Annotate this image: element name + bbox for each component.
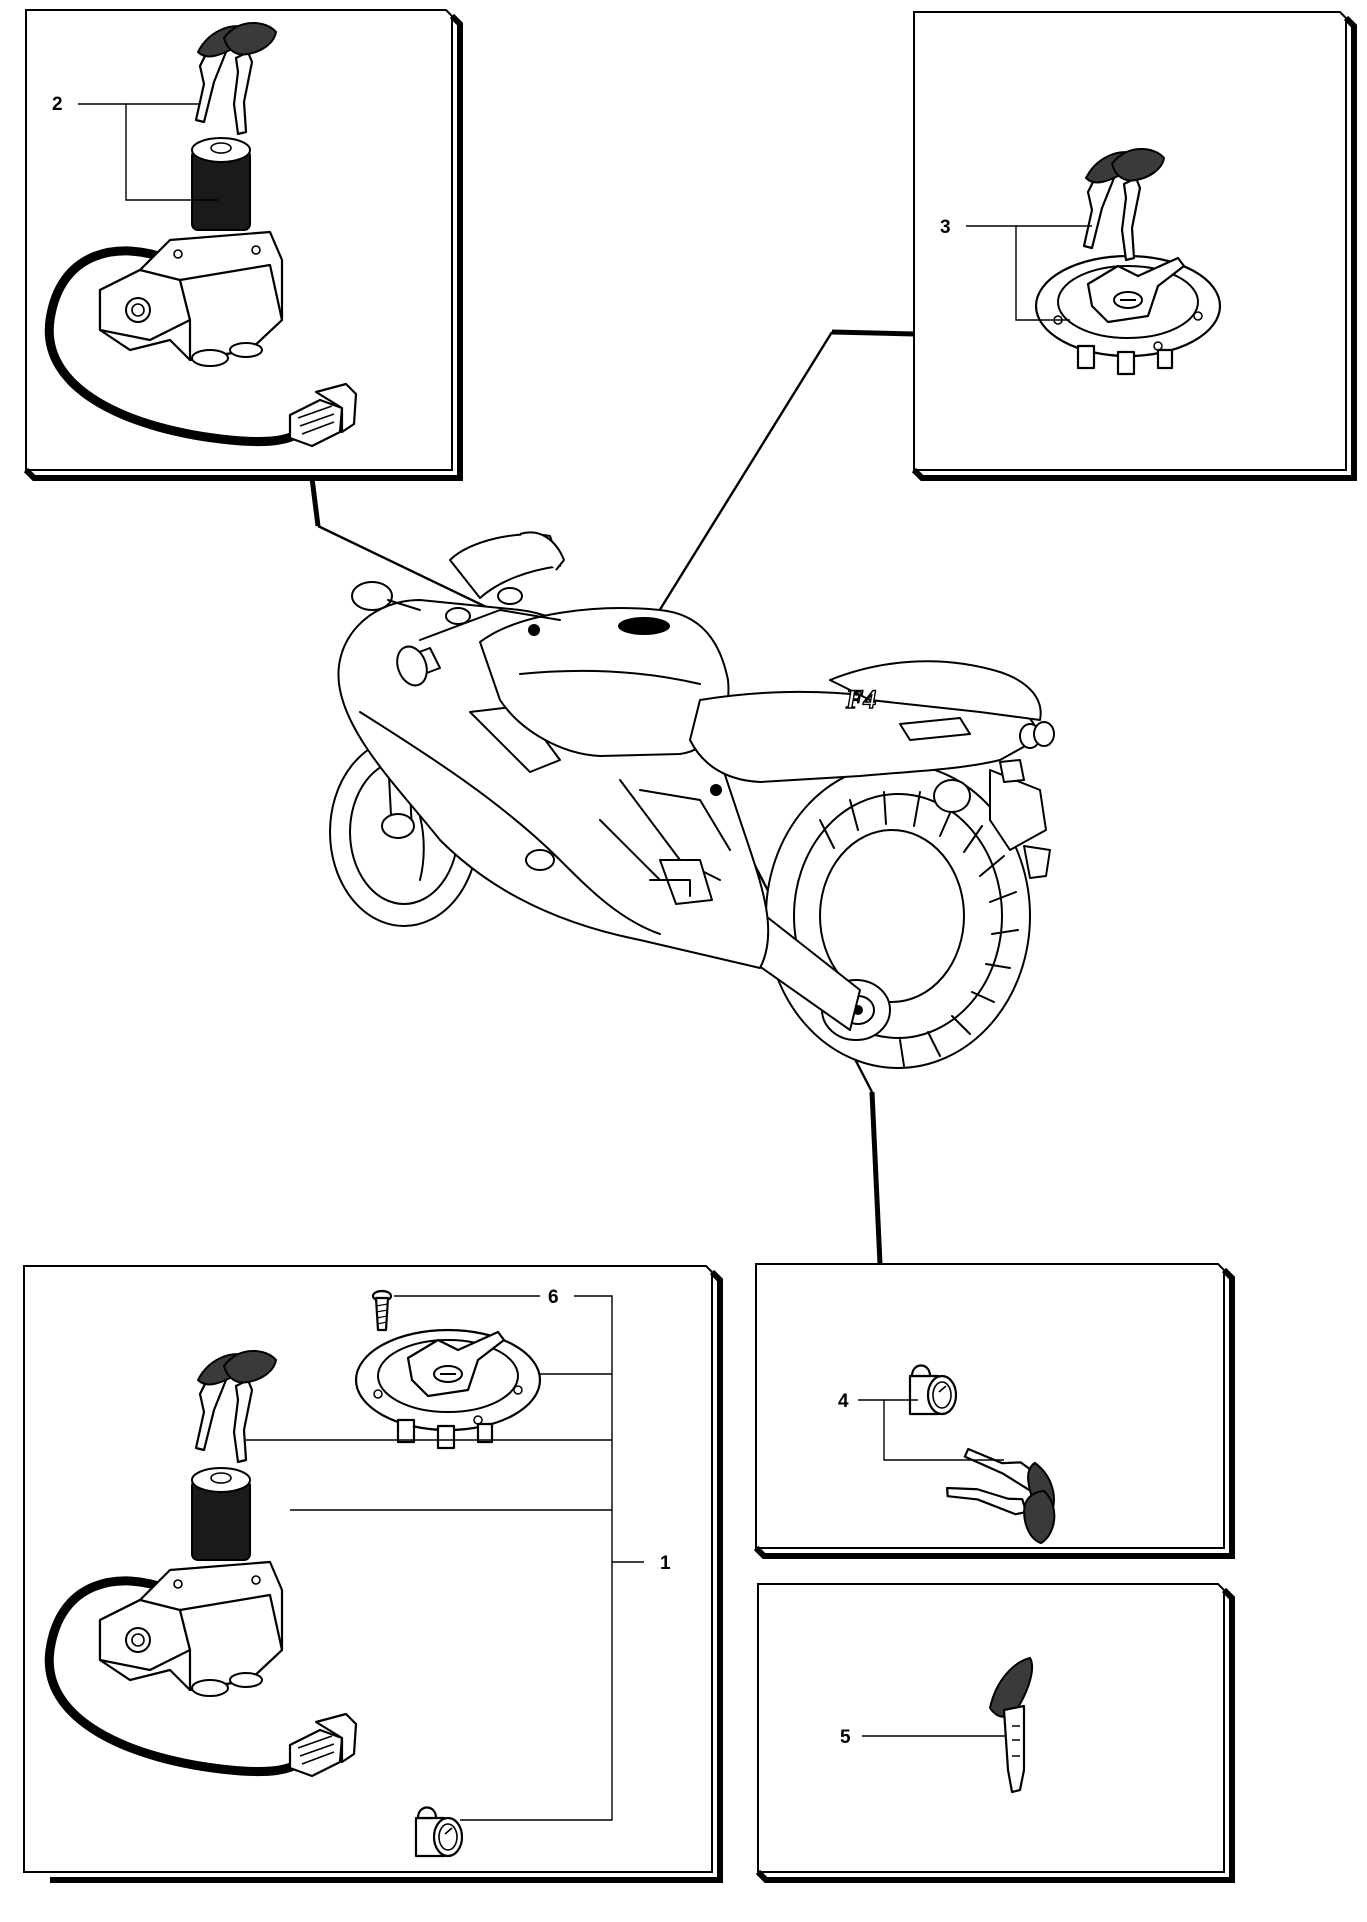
key-icon bbox=[194, 21, 278, 136]
panel-lock-set: 6 1 bbox=[23, 1265, 723, 1883]
key-icon bbox=[194, 1349, 278, 1464]
callout-6: 6 bbox=[548, 1287, 559, 1308]
motorcycle-icon: F4 bbox=[329, 531, 1055, 1069]
callout-2: 2 bbox=[52, 94, 63, 115]
panel-fuel-cap: 3 bbox=[911, 11, 1357, 481]
panel-seat-lock: 4 bbox=[753, 1263, 1235, 1559]
screw-icon bbox=[371, 1289, 393, 1332]
fuel-cap-lock-icon bbox=[1034, 254, 1222, 376]
callout-4: 4 bbox=[838, 1391, 849, 1412]
tail-badge: F4 bbox=[845, 685, 876, 714]
lock-cylinder-icon bbox=[414, 1806, 464, 1858]
lock-cylinder-icon bbox=[908, 1364, 958, 1416]
fuel-cap-lock-icon bbox=[354, 1328, 542, 1450]
callout-1: 1 bbox=[660, 1553, 671, 1574]
key-icon bbox=[1082, 147, 1166, 262]
key-icon bbox=[988, 1656, 1034, 1794]
panel-blank-key: 5 bbox=[755, 1583, 1235, 1883]
key-icon bbox=[939, 1445, 1065, 1546]
callout-3: 3 bbox=[940, 217, 951, 238]
ignition-switch-icon bbox=[49, 1468, 356, 1776]
ignition-switch-icon bbox=[49, 138, 356, 446]
panel-ignition-switch: 2 bbox=[23, 9, 463, 481]
callout-5: 5 bbox=[840, 1727, 851, 1748]
